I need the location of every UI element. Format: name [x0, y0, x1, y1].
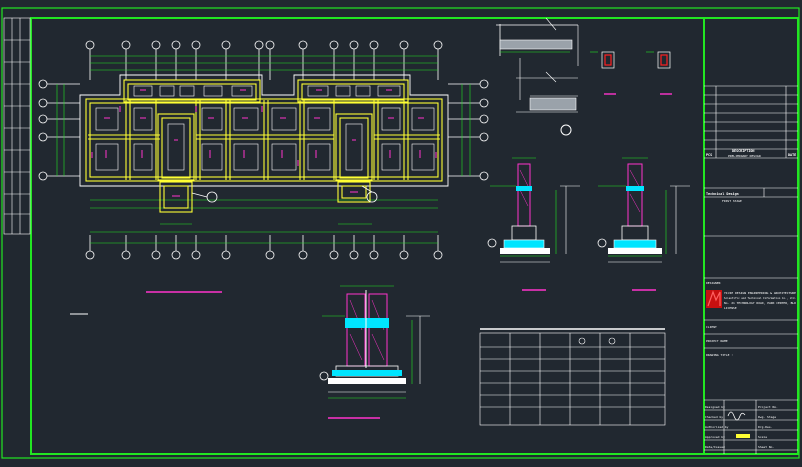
project-label: PROJECT NAME [706, 339, 728, 343]
drawing-title-label: DRAWING TITLE : [706, 353, 733, 357]
rev-description-label: DESCRIPTION [732, 149, 754, 153]
stage-note: FIRST STAGE [722, 199, 742, 203]
company-logo [706, 290, 722, 308]
footing-section-1 [487, 157, 580, 291]
company-line-3: No. 21 TECHNOLOGY ROAD, PARK CENTER, BLD [724, 301, 796, 305]
signoff-left-1: Checked by [705, 415, 723, 419]
signature-mark [727, 411, 750, 438]
plan-axis-sides [38, 79, 489, 181]
rev-date-label: DATE [788, 153, 796, 157]
company-label: DESIGNER [706, 281, 721, 285]
signoff-right-3: Scale [758, 435, 767, 439]
plan-rebar-marks [91, 89, 437, 197]
company-line-2: Scientific and Technical Information Co.… [724, 296, 796, 300]
plan-outline [79, 74, 449, 187]
plan-room-outlines [95, 85, 435, 171]
plan-section-markers [191, 185, 378, 203]
column-detail-small [590, 51, 672, 95]
signoff-left-4: Date/Issued [705, 445, 725, 449]
footing-section-3 [319, 285, 430, 419]
left-revision-strip [3, 17, 31, 235]
company-line-4: LICENSE [724, 306, 737, 310]
signoff-left-0: Designed by [705, 405, 725, 409]
plan-axis-bottom [85, 235, 443, 260]
rev-note: PRELIMINARY DESIGN [728, 154, 761, 158]
design-stage: Technical Design [706, 192, 739, 196]
signoff-right-0: Project No. [758, 405, 778, 409]
signoff-right-2: Drg.Des. [758, 425, 773, 429]
wall-detail-top [496, 17, 579, 136]
title-block: PCS DESCRIPTION DATE PRELIMINARY DESIGN … [704, 85, 798, 454]
company-line-1: YIJIE DESIGN ENGINEERING & ARCHITECTURE [724, 291, 796, 295]
signoff-right-4: Sheet No. [758, 445, 774, 449]
plan-walls [85, 79, 443, 213]
signoff-left-2: Authorized by [705, 425, 729, 429]
signoff-left-3: Approved by [705, 435, 725, 439]
rev-pcs-label: PCS [706, 153, 712, 157]
foundation-plan [38, 40, 489, 315]
signoff-right-1: Dwg. Stage [758, 415, 776, 419]
footing-section-2 [597, 157, 690, 291]
plan-dimensions [56, 55, 471, 244]
client-label: CLIENT [706, 325, 717, 329]
schedule-table [479, 328, 666, 426]
